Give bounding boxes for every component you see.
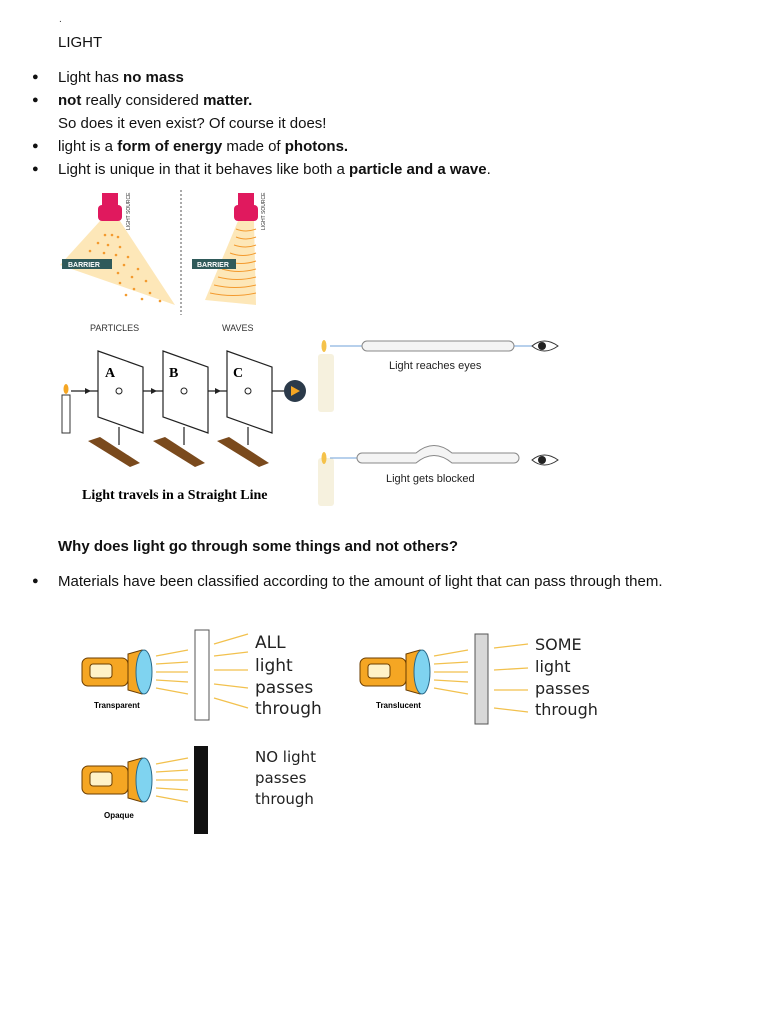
question-heading: Why does light go through some things an… — [58, 538, 458, 555]
barrier-left — [62, 259, 112, 269]
passes-text-3: passes — [255, 769, 307, 787]
all-text: ALL — [255, 633, 286, 653]
candle-top-icon — [318, 354, 334, 412]
particle-beam — [60, 221, 175, 305]
materials-figure: Transparent ALL light passes through Tra… — [81, 629, 598, 834]
light-reaches-eyes-label: Light reaches eyes — [389, 360, 482, 372]
light-text-2: light — [535, 657, 570, 676]
barrier-left-label: BARRIER — [68, 262, 100, 269]
passes-text-2: passes — [535, 679, 590, 698]
rays-through-all — [213, 633, 249, 709]
through-text-1: through — [255, 699, 322, 719]
light-source-right-label: LIGHT SOURCE — [261, 192, 267, 230]
bullet-particle-wave: Light is unique in that it behaves like … — [30, 158, 670, 181]
candle-icon — [61, 394, 71, 434]
materials-bullet: ● Materials have been classified accordi… — [32, 573, 663, 590]
page-title: LIGHT — [58, 34, 103, 51]
particles-label: PARTICLES — [90, 323, 139, 333]
candle-bottom-flame — [321, 452, 327, 464]
card-b — [162, 350, 209, 434]
flashlight-opaque-icon — [81, 757, 153, 803]
card-holes — [115, 387, 252, 395]
barrier-right — [192, 259, 236, 269]
card-stands — [118, 427, 249, 445]
translucent-label: Translucent — [376, 701, 421, 710]
rays-opaque — [155, 757, 189, 803]
card-b-label: B — [169, 366, 178, 381]
particles — [88, 233, 162, 303]
card-a-label: A — [105, 366, 116, 381]
light-text-1: light — [255, 656, 293, 676]
card-c — [226, 350, 273, 434]
cards — [97, 350, 273, 434]
bullet-matter-continued: So does it even exist? Of course it does… — [58, 115, 327, 132]
tube-straight — [361, 340, 515, 352]
tube-figure: Light reaches eyes Light gets blocked — [318, 340, 559, 506]
bullet-matter: not really considered matter. — [30, 89, 670, 112]
particle-wave-figure: LIGHT SOURCE BARRIER PARTICLES LIGHT SOU… — [60, 190, 267, 333]
opaque-label: Opaque — [104, 811, 134, 820]
flashlight-translucent-icon — [359, 649, 431, 695]
candle-flame — [63, 384, 69, 394]
flashlight-transparent-icon — [81, 649, 153, 695]
card-c-label: C — [233, 366, 243, 381]
glass-pane — [194, 629, 210, 721]
straight-line-caption: Light travels in a Straight Line — [82, 488, 268, 503]
light-source-left-icon — [102, 193, 118, 205]
passes-text-1: passes — [255, 678, 313, 698]
opaque-block — [194, 746, 208, 834]
rays-through-some — [493, 643, 529, 713]
candle-bottom-icon — [318, 458, 334, 506]
transparent-label: Transparent — [94, 701, 140, 710]
candle-top-flame — [321, 340, 327, 352]
barrier-right-label: BARRIER — [197, 262, 229, 269]
wooden-bases — [88, 437, 269, 467]
straight-line-figure: A B C Light travels in a Straight Line — [61, 350, 306, 503]
no-light-text: NO light — [255, 748, 316, 766]
through-text-3: through — [255, 790, 314, 808]
card-a — [97, 350, 144, 434]
some-text: SOME — [535, 635, 582, 654]
intro-bullets: Light has no mass not really considered … — [30, 66, 670, 181]
bullet-energy: light is a form of energy made of photon… — [30, 135, 670, 158]
rays-translucent — [433, 649, 469, 695]
ray-arrows — [85, 388, 221, 394]
waves-label: WAVES — [222, 323, 254, 333]
light-gets-blocked-label: Light gets blocked — [386, 473, 475, 485]
light-source-left-label: LIGHT SOURCE — [126, 192, 132, 230]
stray-dot: . — [59, 14, 62, 25]
frosted-pane — [474, 633, 489, 725]
through-text-2: through — [535, 700, 598, 719]
tube-bent — [356, 445, 520, 464]
light-source-right-icon — [238, 193, 254, 205]
bullet-no-mass: Light has no mass — [30, 66, 670, 89]
rays-transparent — [155, 649, 189, 695]
